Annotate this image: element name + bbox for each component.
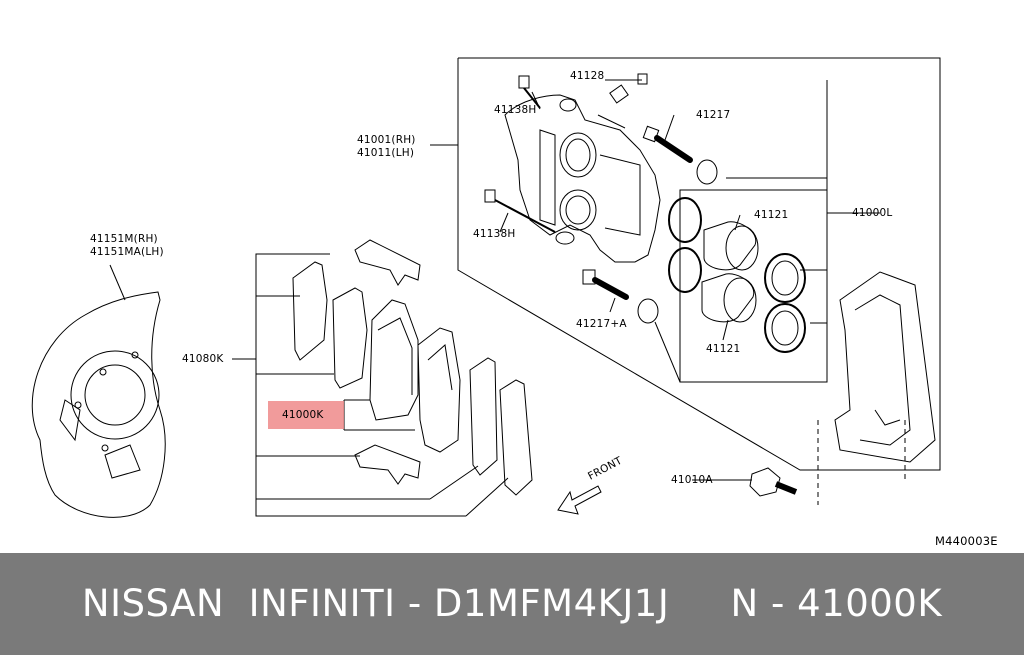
front-arrow: [557, 485, 602, 515]
label-41121-top: 41121: [754, 209, 789, 221]
diagram-drawing: [31, 57, 941, 518]
label-41151ma: 41151MA(LH): [90, 246, 164, 258]
label-41011: 41011(LH): [357, 147, 415, 159]
label-41217a: 41217+A: [576, 318, 627, 330]
dust-shield: [31, 291, 166, 518]
footer-bar: NISSAN INFINITI - D1MFM4KJ1J N - 41000K: [0, 553, 1024, 655]
shim-rear-2: [499, 379, 533, 496]
pad-kit-bracket: [255, 253, 466, 517]
seal-kit-frame: [679, 80, 828, 383]
guide-pin-41217: [642, 125, 718, 185]
bolt-41138h-bottom: [484, 189, 556, 233]
label-41151m: 41151M(RH): [90, 233, 158, 245]
label-41138h-top: 41138H: [494, 104, 537, 116]
label-41000k: 41000K: [282, 409, 324, 421]
brake-pad-outer: [369, 299, 419, 421]
shim-inner: [332, 287, 368, 389]
guide-pin-41217a: [582, 269, 659, 324]
bolt-41010a: [749, 467, 798, 497]
highlight-box: [268, 401, 344, 429]
shim-outer: [292, 261, 328, 361]
shim-rear-1: [469, 357, 498, 476]
caliper-body: [504, 94, 661, 263]
piston-top: [703, 221, 759, 271]
bolt-41138h-top: [518, 75, 541, 109]
label-41138h-bottom: 41138H: [473, 228, 516, 240]
bleeder-41128: [609, 73, 648, 104]
label-41121-bottom: 41121: [706, 343, 741, 355]
caliper-bracket: [834, 271, 936, 463]
piston-bottom: [701, 273, 757, 323]
caliper-frame: [457, 57, 941, 471]
label-41010a: 41010A: [671, 474, 713, 486]
label-41001: 41001(RH): [357, 134, 416, 146]
label-41000l: 41000L: [852, 207, 893, 219]
drawing-code: M440003E: [935, 534, 998, 548]
pad-clip-top: [354, 239, 421, 286]
label-41128: 41128: [570, 70, 605, 82]
pad-clip-bottom: [354, 444, 421, 485]
label-41217: 41217: [696, 109, 731, 121]
parts-diagram: 41128 41138H 41217 41001(RH) 41011(LH) 4…: [31, 57, 998, 548]
brake-pad-inner: [417, 327, 461, 453]
label-41080k: 41080K: [182, 353, 224, 365]
footer-part-info: NISSAN INFINITI - D1MFM4KJ1J N - 41000K: [81, 582, 943, 625]
